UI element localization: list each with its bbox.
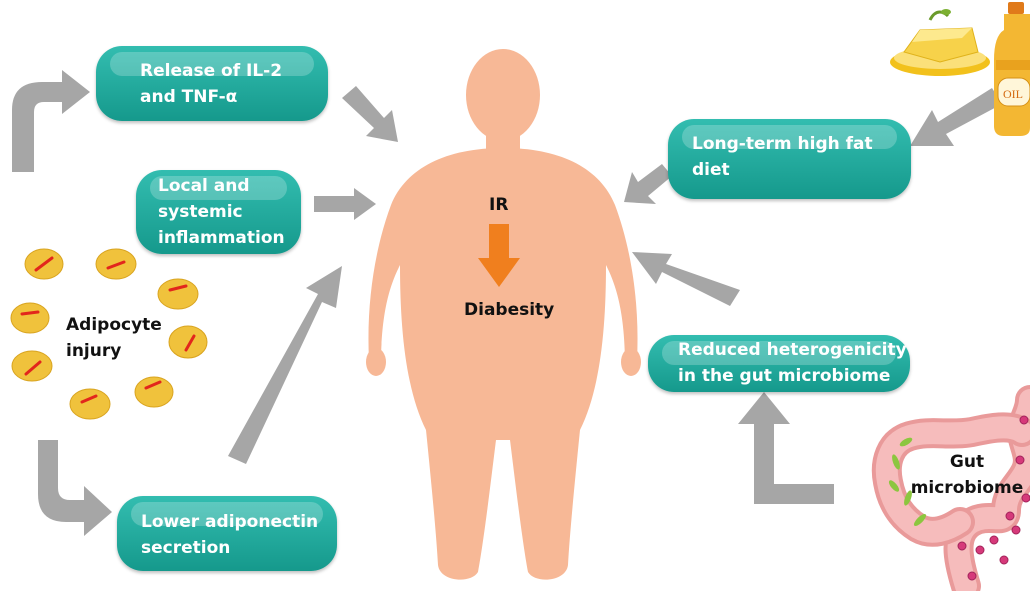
inflammation-to-body-arrow xyxy=(314,188,376,220)
gut-to-microbiome-arrow xyxy=(738,392,834,504)
il2-to-body-arrow xyxy=(342,86,398,142)
il2-release-text: Release of IL-2 and TNF-α xyxy=(140,58,282,110)
ir-label: IR xyxy=(489,192,508,218)
inflammation-box: Local and systemic inflammation xyxy=(136,170,301,254)
adipocyte-to-il2-arrow xyxy=(12,70,90,172)
oil-to-diet-arrow xyxy=(910,88,1002,146)
butter-plate-icon xyxy=(890,9,990,76)
adipocyte-cell xyxy=(70,389,110,419)
gut-microbiome-label: Gut microbiome xyxy=(908,449,1026,501)
microbiome-to-body-arrow xyxy=(632,252,740,306)
high-fat-diet-text: Long-term high fat diet xyxy=(692,131,873,183)
adipocyte-cell xyxy=(158,279,198,309)
inflammation-text: Local and systemic inflammation xyxy=(158,173,285,251)
adipocyte-cell xyxy=(135,377,173,407)
oil-bottle-icon: OIL xyxy=(994,2,1030,136)
adipocyte-cell xyxy=(11,303,49,333)
adipocyte-cell xyxy=(169,326,207,358)
high-fat-diet-box: Long-term high fat diet xyxy=(668,119,911,199)
microbiome-heterogenicity-text: Reduced heterogenicity in the gut microb… xyxy=(678,337,907,389)
adipocyte-cell xyxy=(12,351,52,381)
adiponectin-box: Lower adiponectin secretion xyxy=(117,496,337,571)
adipocyte-cell xyxy=(25,249,63,279)
adipocyte-to-adiponectin-arrow xyxy=(38,440,112,536)
microbiome-heterogenicity-box: Reduced heterogenicity in the gut microb… xyxy=(648,335,910,392)
adipocyte-injury-label: Adipocyte injury xyxy=(66,312,162,364)
diet-to-body-arrow xyxy=(624,164,672,204)
oil-label-text: OIL xyxy=(1003,87,1023,101)
adiponectin-to-body-arrow xyxy=(228,266,342,464)
adipocyte-cell xyxy=(96,249,136,279)
adiponectin-text: Lower adiponectin secretion xyxy=(141,509,318,561)
diabesity-label: Diabesity xyxy=(464,297,554,323)
il2-release-box: Release of IL-2 and TNF-α xyxy=(96,46,328,121)
